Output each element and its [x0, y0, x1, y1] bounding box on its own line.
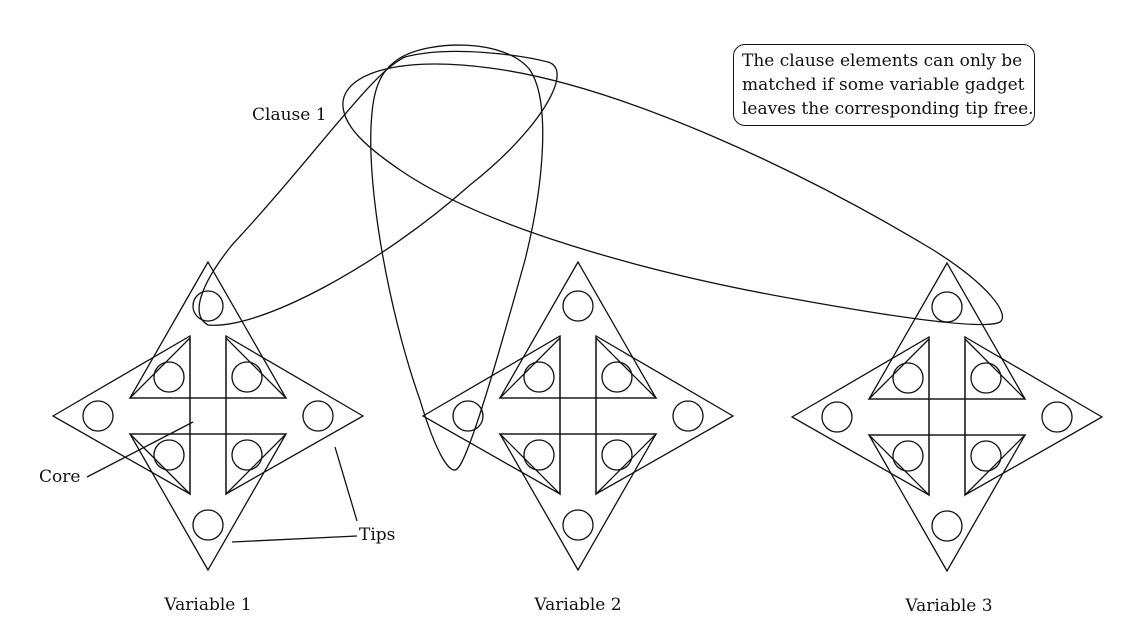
- core-triangle: [128, 433, 191, 496]
- core-pointer-line: [86, 421, 194, 478]
- element-circle: [231, 439, 263, 471]
- element-circle: [153, 439, 185, 471]
- clause-loop-variable-3: [342, 63, 1004, 326]
- clause-1-label: Clause 1: [252, 105, 327, 125]
- element-circle: [231, 361, 263, 393]
- core-triangle: [128, 336, 191, 399]
- element-circle: [523, 439, 555, 471]
- element-circle: [821, 401, 853, 433]
- element-circle: [452, 400, 484, 432]
- element-circle: [970, 440, 1002, 472]
- core-triangle: [595, 336, 658, 399]
- element-circle: [1041, 401, 1073, 433]
- element-circle: [892, 362, 924, 394]
- clause-1-group: [198, 44, 1004, 471]
- element-circle: [931, 510, 963, 542]
- tips-label: Tips: [359, 525, 395, 545]
- core-label: Core: [39, 467, 80, 487]
- core-triangle: [964, 434, 1027, 497]
- note-line: leaves the corresponding tip free.: [742, 99, 1034, 119]
- variable-3-gadget: [790, 261, 1104, 573]
- element-circle: [601, 439, 633, 471]
- core-triangle: [498, 336, 561, 399]
- variable-3-label: Variable 3: [904, 596, 992, 616]
- variable-gadgets: [51, 260, 1104, 573]
- clause-loop-variable-2: [370, 44, 544, 471]
- element-circle: [153, 361, 185, 393]
- core-triangle: [867, 337, 930, 400]
- core-triangle: [225, 336, 288, 399]
- element-circle: [562, 290, 594, 322]
- element-circle: [523, 361, 555, 393]
- variable-2-gadget: [421, 260, 735, 572]
- element-circle: [192, 509, 224, 541]
- core-triangle: [595, 433, 658, 496]
- element-circle: [892, 440, 924, 472]
- element-circle: [970, 362, 1002, 394]
- element-circle: [601, 361, 633, 393]
- element-circle: [672, 400, 704, 432]
- element-circle: [931, 291, 963, 323]
- core-triangle: [867, 434, 930, 497]
- tips-pointer-line-tip: [231, 535, 358, 543]
- note-line: matched if some variable gadget: [742, 75, 1025, 95]
- clause-loop-variable-1: [198, 50, 558, 326]
- variable-1-label: Variable 1: [163, 595, 251, 615]
- annotation-pointers: [86, 421, 358, 543]
- tips-pointer-line-edge: [334, 446, 358, 522]
- note-line: The clause elements can only be: [742, 51, 1023, 71]
- element-circle: [82, 400, 114, 432]
- core-triangle: [498, 433, 561, 496]
- element-circle: [192, 290, 224, 322]
- explanation-note: The clause elements can only be matched …: [733, 44, 1035, 126]
- element-circle: [302, 400, 334, 432]
- variable-2-label: Variable 2: [533, 595, 621, 615]
- core-triangle: [225, 433, 288, 496]
- core-triangle: [964, 337, 1027, 400]
- element-circle: [562, 509, 594, 541]
- variable-1-gadget: [51, 260, 365, 572]
